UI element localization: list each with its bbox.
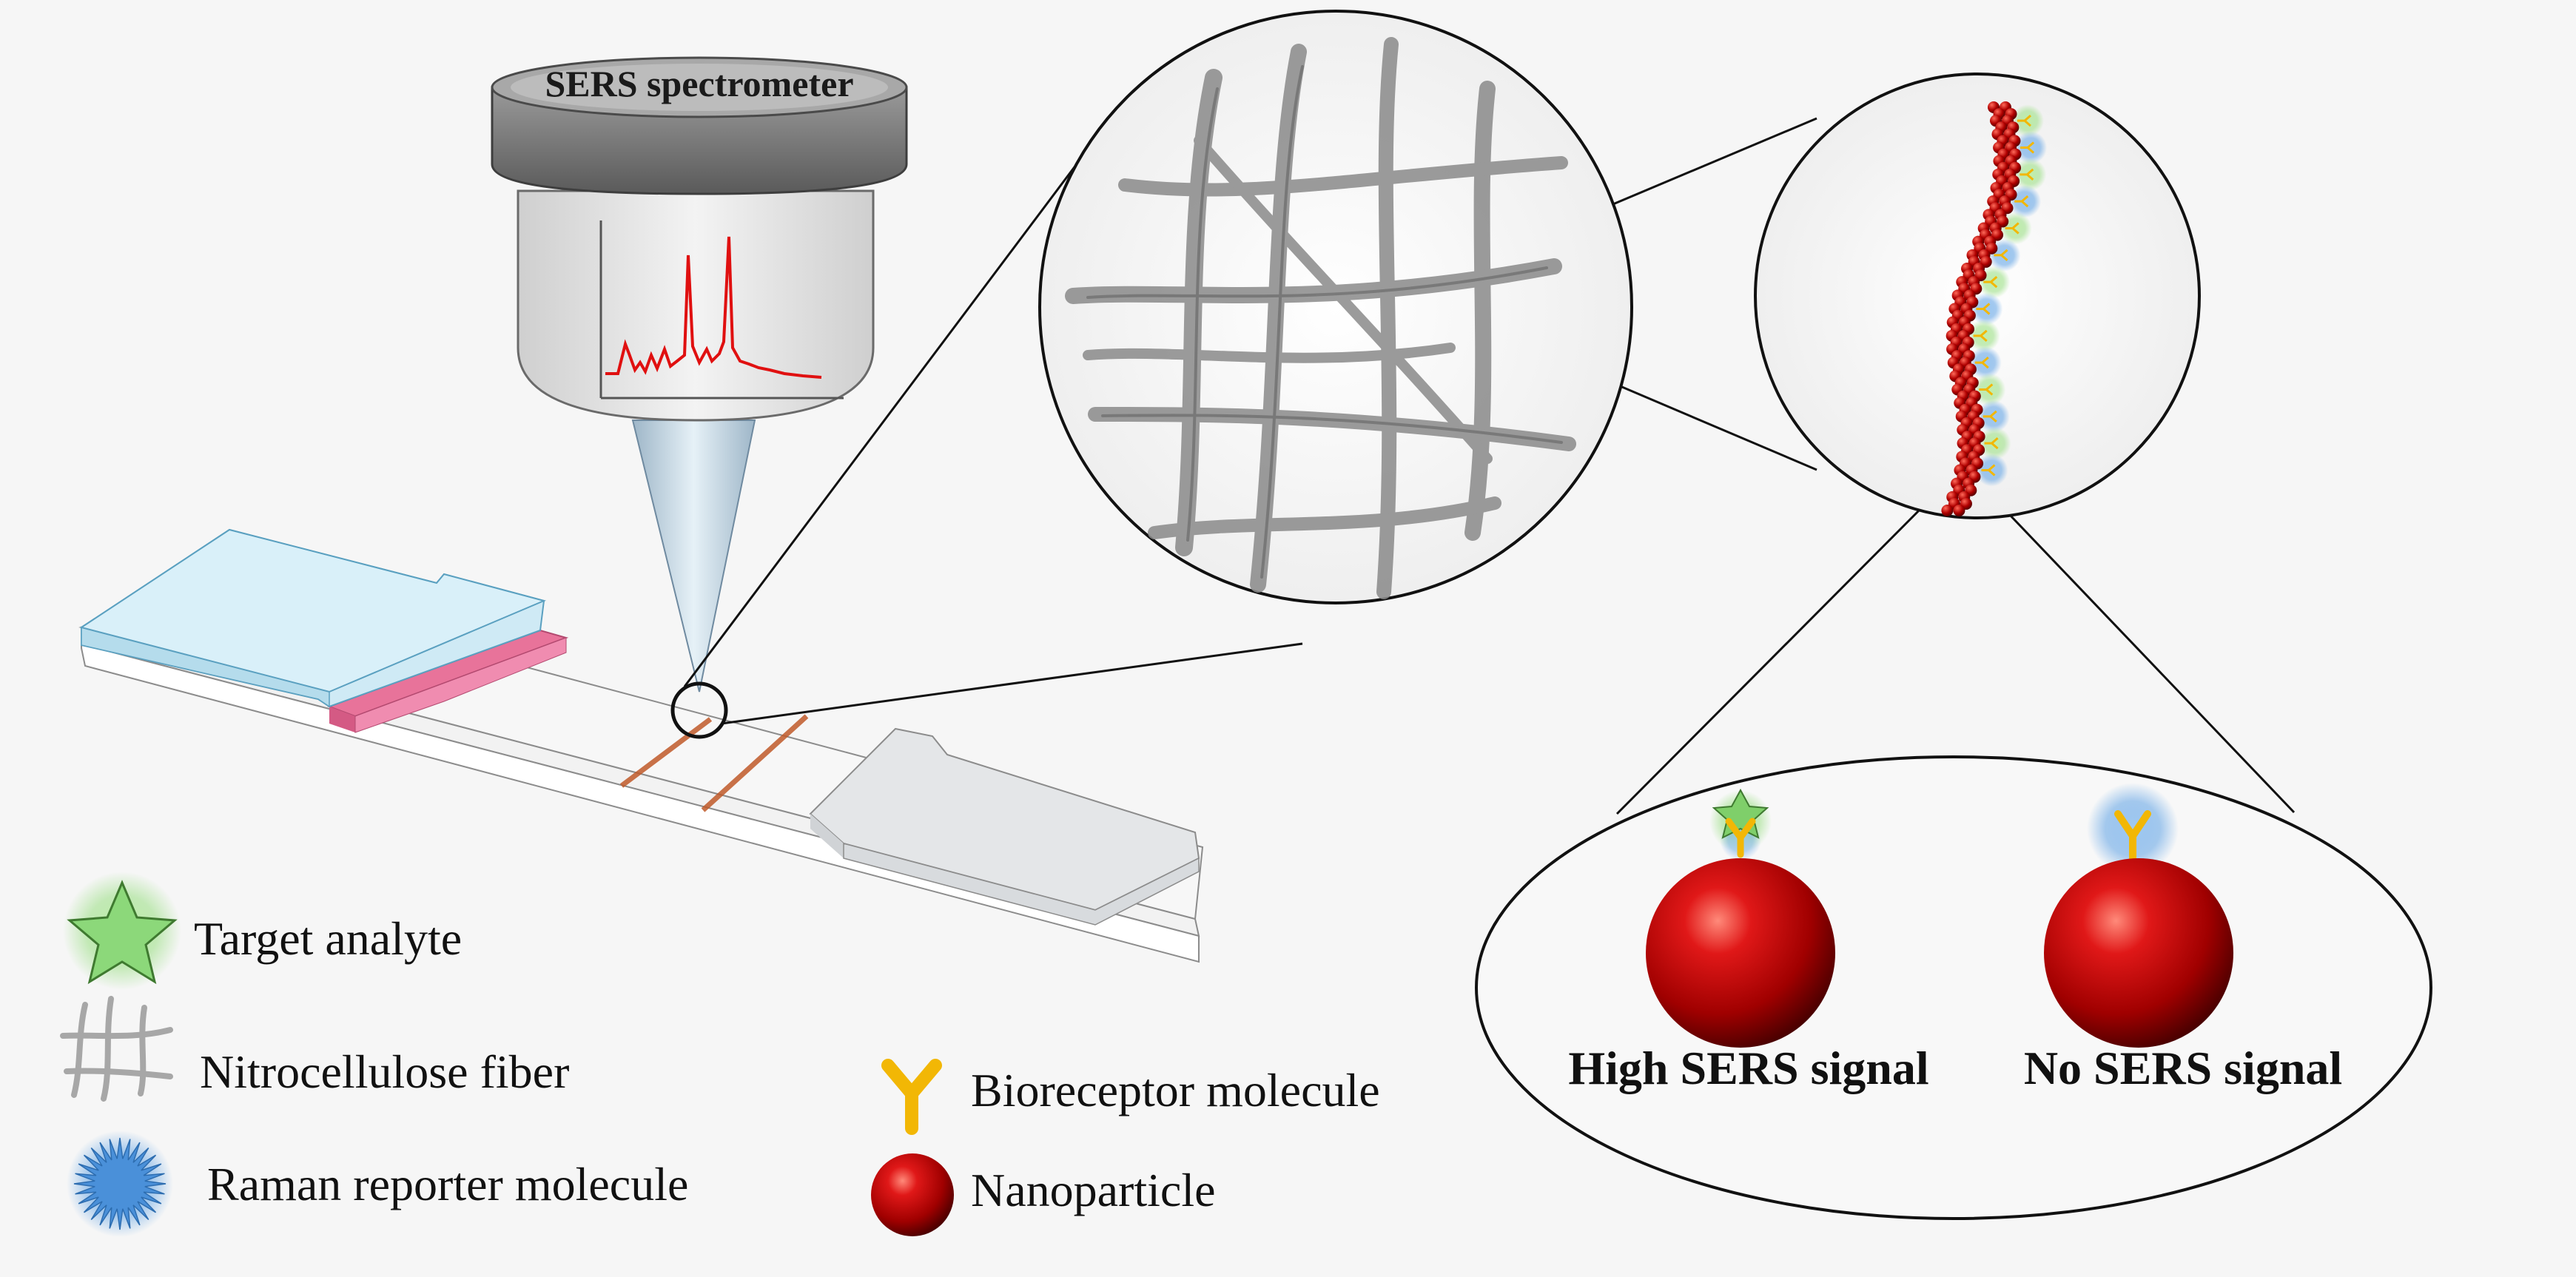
fiber-icon: [60, 996, 173, 1102]
legend-item-nanoparticle: Nanoparticle: [871, 1153, 1216, 1236]
legend-item-target-analyte: Target analyte: [63, 872, 462, 990]
high-signal-nanoparticle: [1646, 788, 1835, 1048]
sphere-icon: [871, 1153, 954, 1236]
chain-bioreceptor: [1994, 249, 2008, 261]
no-signal-label: No SERS signal: [2024, 1042, 2342, 1094]
legend-label-bioreceptor: Bioreceptor molecule: [971, 1064, 1380, 1116]
spectrometer-title: SERS spectrometer: [545, 63, 853, 104]
chain-reporter-glow: [1977, 400, 2010, 433]
sers-spectrometer: SERS spectrometer: [491, 56, 908, 693]
chain-bioreceptor: [2005, 222, 2020, 235]
chain-bioreceptor: [1983, 410, 1997, 422]
result-comparison: High SERS signal No SERS signal: [1475, 755, 2432, 1220]
lateral-flow-strip: [78, 528, 1204, 963]
zoom-connectors: [670, 117, 2296, 815]
legend-item-bioreceptor: Bioreceptor molecule: [881, 1059, 1380, 1135]
chain-bioreceptor: [2020, 141, 2035, 154]
high-signal-label: High SERS signal: [1568, 1042, 1928, 1094]
star-icon: [67, 880, 178, 985]
fiber-magnification: [1038, 10, 1633, 604]
chain-bioreceptor: [1974, 357, 1989, 369]
chain-analyte-glow: [2011, 104, 2044, 138]
legend-label-nitrocellulose-fiber: Nitrocellulose fiber: [200, 1045, 569, 1098]
chain-bioreceptor: [2014, 195, 2029, 208]
legend-label-target-analyte: Target analyte: [194, 912, 462, 965]
chain-bioreceptor: [1984, 437, 1999, 450]
chain-reporter-glow: [2014, 131, 2048, 164]
legend-item-nitrocellulose-fiber: Nitrocellulose fiber: [60, 996, 569, 1102]
test-line: [619, 717, 713, 788]
chain-nanoparticle: [1953, 505, 1965, 516]
chain-bioreceptor: [1976, 303, 1991, 315]
legend-item-raman-reporter: Raman reporter molecule: [67, 1131, 688, 1237]
y-antibody-icon: [881, 1059, 942, 1135]
chain-bioreceptor: [2017, 115, 2031, 127]
legend: Target analyte Nitrocellulose fiber Rama…: [60, 872, 1380, 1237]
chain-bioreceptor: [1979, 383, 1994, 396]
chain-analyte-glow: [1978, 427, 2011, 460]
chain-analyte-glow: [2014, 158, 2047, 191]
chain-analyte-glow: [1973, 373, 2006, 406]
chain-reporter-glow: [1970, 292, 2003, 326]
no-signal-nanoparticle: [2044, 783, 2233, 1048]
chain-reporter-glow: [1968, 346, 2002, 380]
raman-spectrum: [605, 236, 822, 379]
nanoparticle-chain-magnification: [1754, 73, 2201, 519]
chain-bioreceptor: [1973, 329, 1988, 342]
chain-analyte-glow: [1967, 319, 2000, 352]
legend-label-raman-reporter: Raman reporter molecule: [207, 1158, 688, 1210]
chain-reporter-glow: [1975, 454, 2008, 487]
chain-bioreceptor: [2020, 168, 2034, 181]
chain-bioreceptor: [1981, 464, 1996, 476]
control-line: [701, 714, 809, 812]
starburst-icon: [73, 1137, 167, 1230]
legend-label-nanoparticle: Nanoparticle: [971, 1164, 1216, 1216]
strip-zoom-circle: [670, 681, 728, 739]
chain-nanoparticle: [1941, 505, 1954, 516]
chain-bioreceptor: [1983, 276, 1998, 289]
